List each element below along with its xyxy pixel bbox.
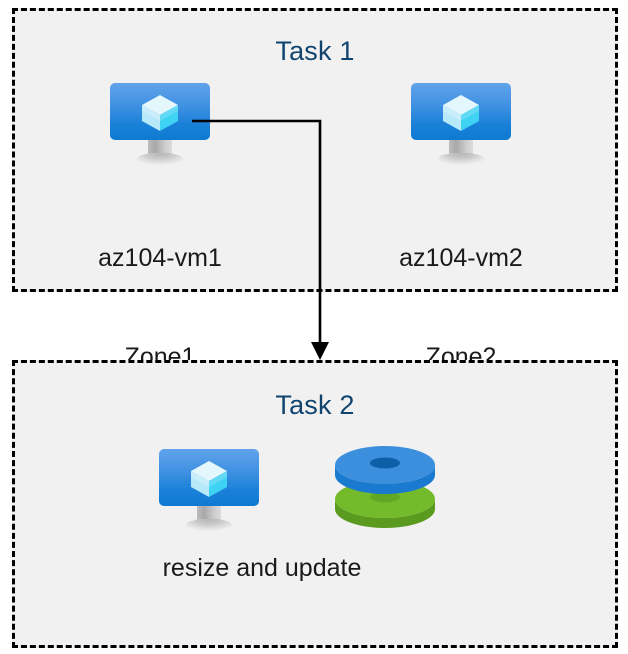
task-1-title: Task 1 bbox=[275, 36, 355, 66]
virtual-machine-icon bbox=[110, 83, 210, 165]
vm-stand-base bbox=[130, 153, 190, 165]
vm-2-name: az104-vm2 bbox=[399, 244, 523, 272]
vm-2-label: az104-vm2 Zone2 bbox=[351, 176, 571, 440]
vm-stand-base bbox=[179, 519, 239, 531]
cube-svg bbox=[142, 95, 178, 131]
task-2-title: Task 2 bbox=[275, 390, 355, 420]
task-2-container: Task 2 bbox=[12, 360, 618, 648]
disks-icon bbox=[335, 446, 435, 528]
vm-1-name: az104-vm1 bbox=[98, 244, 222, 272]
vm-cube-icon bbox=[139, 93, 181, 133]
vm-screen bbox=[110, 83, 210, 140]
virtual-machine-icon bbox=[411, 83, 511, 165]
cube-svg bbox=[443, 95, 479, 131]
vm-cube-icon bbox=[188, 459, 230, 499]
vm-stand-base bbox=[431, 153, 491, 165]
vm-screen bbox=[411, 83, 511, 140]
vm-screen bbox=[159, 449, 259, 506]
cube-svg bbox=[191, 461, 227, 497]
disk-blue bbox=[335, 446, 435, 494]
vm-cube-icon bbox=[440, 93, 482, 133]
virtual-machine-icon bbox=[159, 449, 259, 531]
task-2-caption: resize and update bbox=[162, 554, 362, 582]
